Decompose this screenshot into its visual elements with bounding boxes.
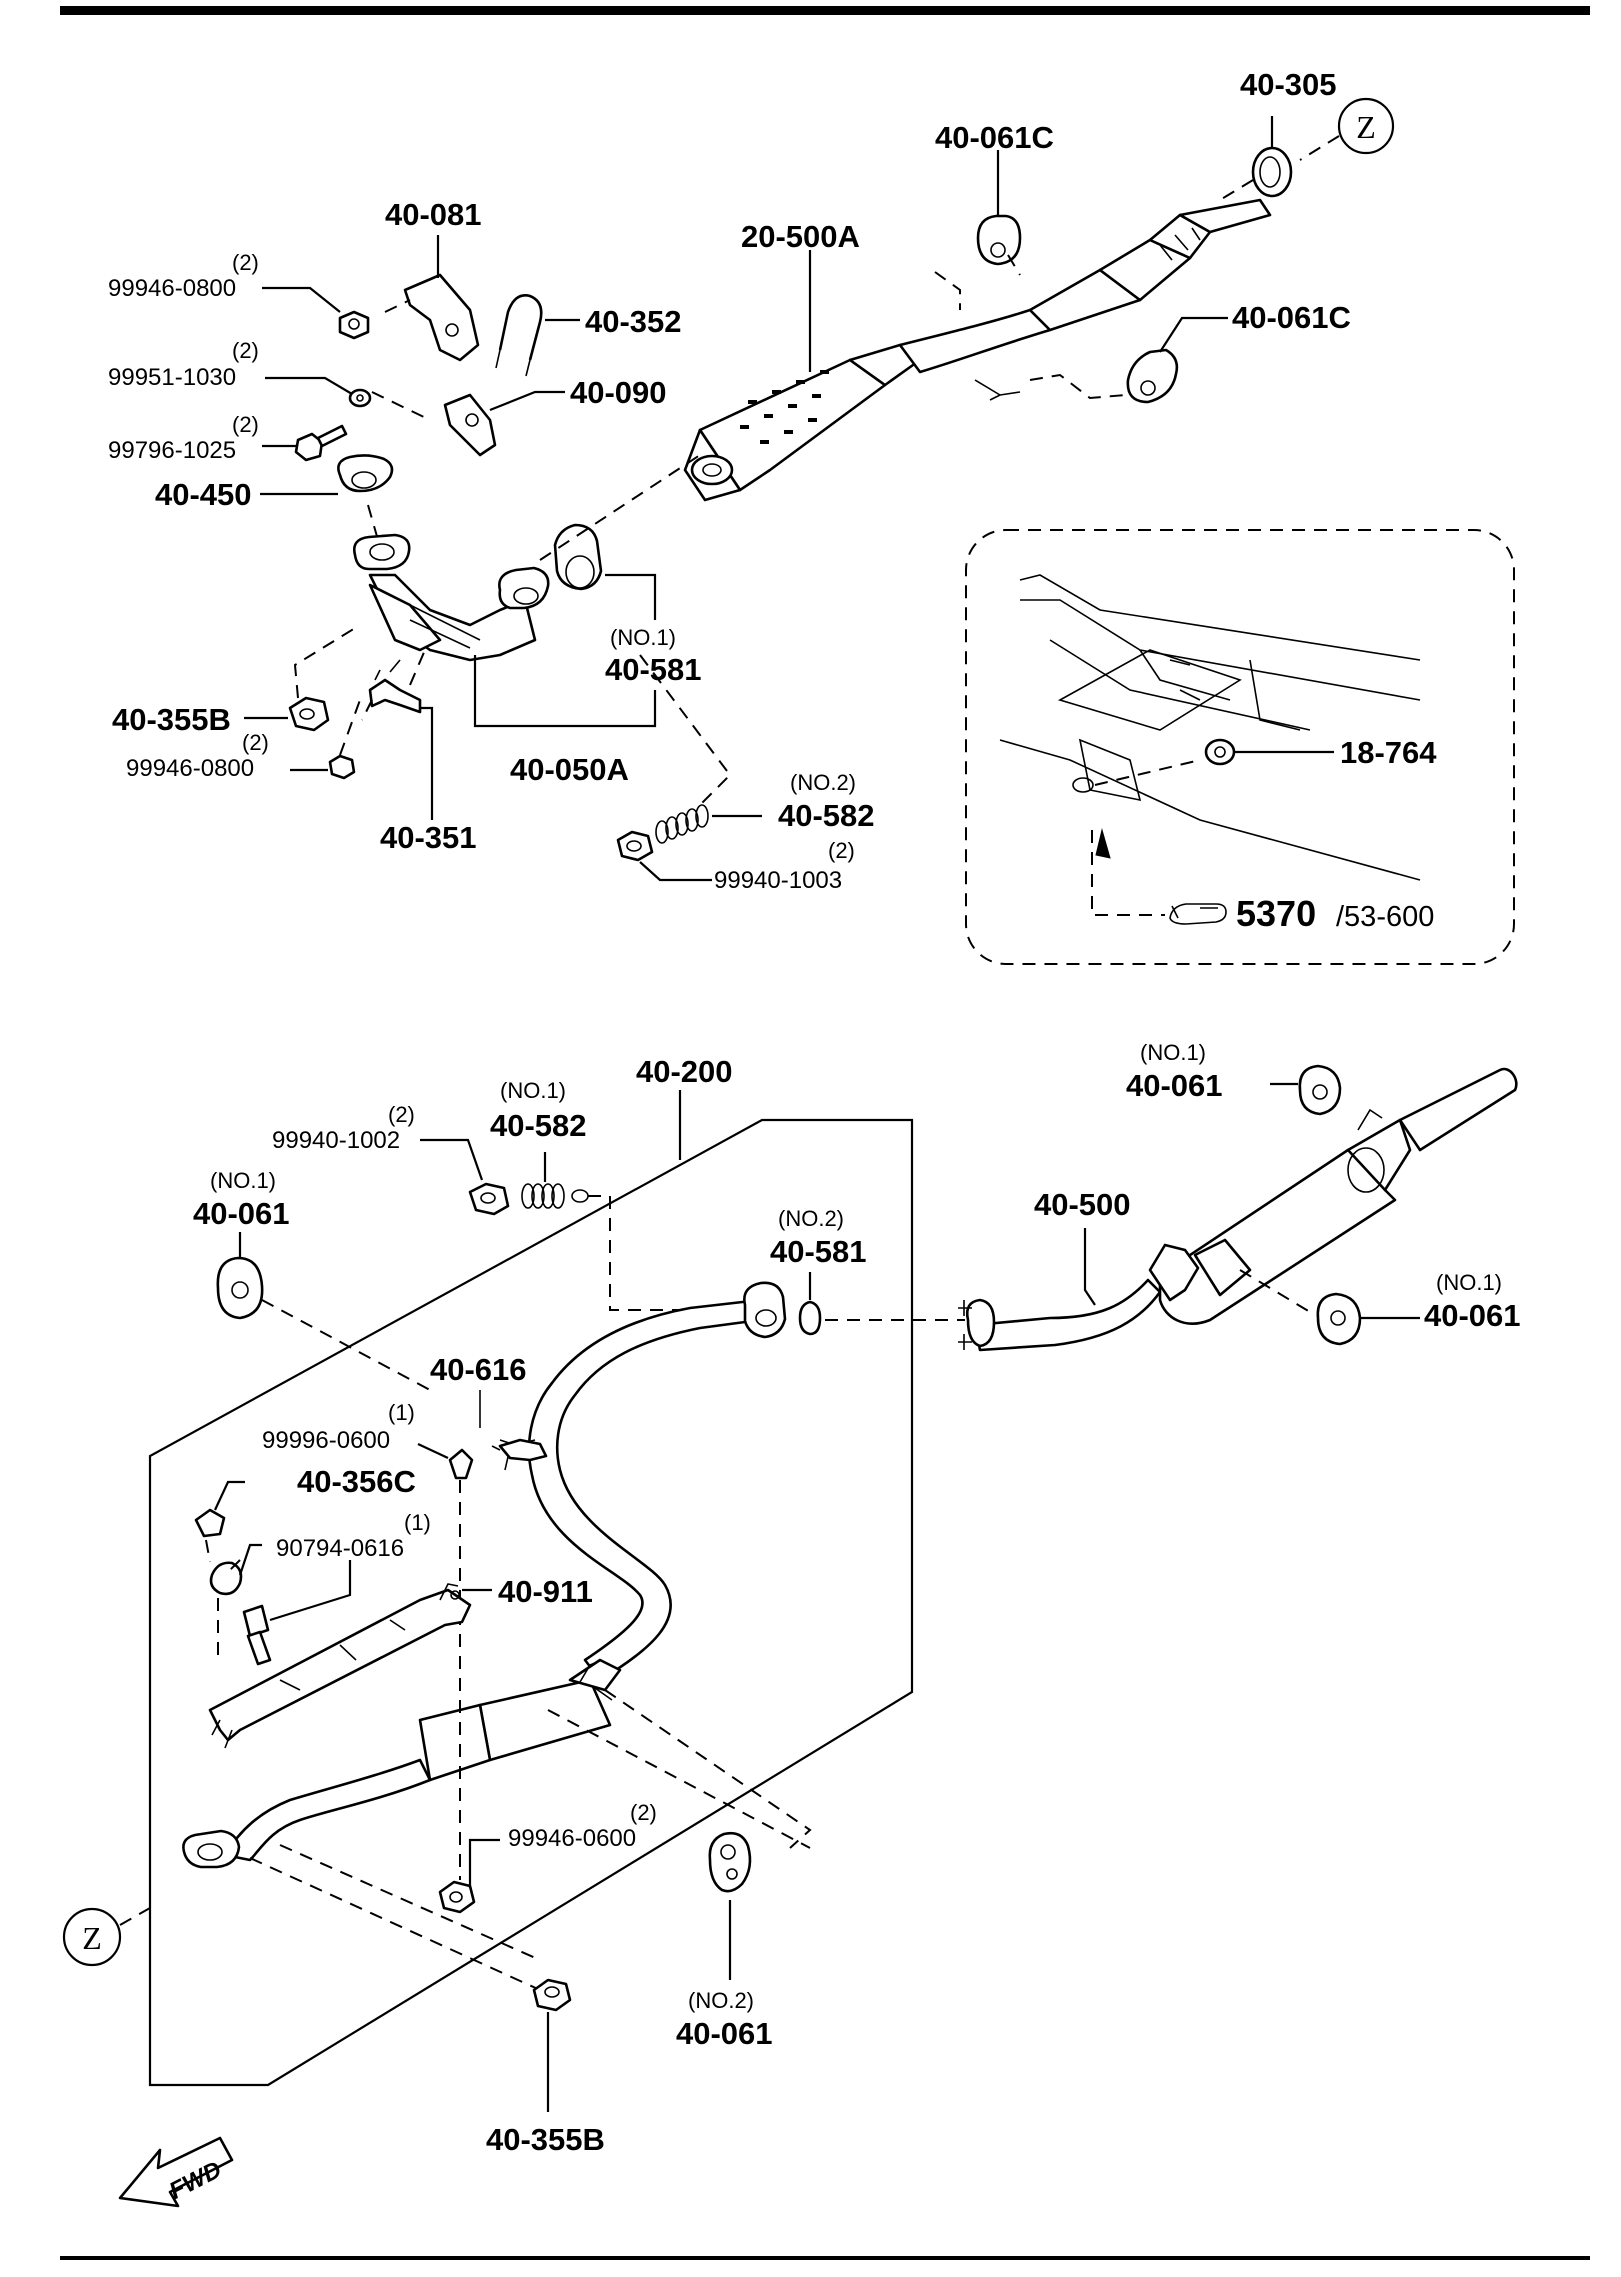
label-40-061c-top: 40-061C xyxy=(935,120,1054,155)
label-40-911: 40-911 xyxy=(498,1574,593,1609)
part-99946-0600-nut xyxy=(438,1838,500,1914)
part-99946-0800-nut-a xyxy=(262,286,370,340)
part-99951-1030-washer xyxy=(265,376,431,421)
qty-99940-1002: (2) xyxy=(388,1102,415,1127)
top-rule xyxy=(60,6,1590,15)
svg-text:Z: Z xyxy=(1356,109,1376,145)
label-no1-40-061-right: (NO.1) xyxy=(1436,1270,1502,1295)
label-99940-1002: 99940-1002 xyxy=(272,1127,400,1154)
label-99946-0800-a: 99946-0800 xyxy=(108,275,236,302)
qty-99940-1003: (2) xyxy=(828,838,855,863)
part-40-356c-clip xyxy=(194,1480,245,1596)
qty-99946-0600: (2) xyxy=(630,1800,657,1825)
qty-99951-1030: (2) xyxy=(232,338,259,363)
label-40-200: 40-200 xyxy=(636,1054,733,1089)
part-40-450-gasket xyxy=(260,454,394,541)
part-40-061-hanger-top xyxy=(1270,1064,1342,1116)
label-40-081: 40-081 xyxy=(385,197,482,232)
part-99940-1003-nut xyxy=(616,830,712,882)
label-99951-1030: 99951-1030 xyxy=(108,364,236,391)
part-40-061-hanger-left xyxy=(216,1232,431,1391)
label-40-061c-right: 40-061C xyxy=(1232,300,1351,335)
part-40-061c-hanger-top xyxy=(976,150,1022,266)
part-40-050a-front-pipe xyxy=(353,533,657,728)
part-40-911-heat-insulator xyxy=(208,1583,492,1749)
qty-99796-1025: (2) xyxy=(232,412,259,437)
label-99946-0800-b: 99946-0800 xyxy=(126,755,254,782)
label-99996-0600: 99996-0600 xyxy=(262,1427,390,1454)
svg-text:Z: Z xyxy=(82,1920,102,1956)
part-40-355b-nut-bottom xyxy=(532,1978,572,2112)
part-40-355b-nut-top xyxy=(244,624,361,732)
part-40-061-hanger-no2 xyxy=(708,1831,752,1980)
part-40-581-ring-no1 xyxy=(539,454,701,620)
label-40-450: 40-450 xyxy=(155,477,252,512)
label-40-061-top: 40-061 xyxy=(1126,1068,1223,1103)
label-40-582-b: 40-582 xyxy=(490,1108,587,1143)
label-90794-0616: 90794-0616 xyxy=(276,1535,404,1562)
part-40-351-bracket xyxy=(361,649,434,820)
part-90794-0616-bolt xyxy=(217,1543,352,1666)
part-40-200-outline xyxy=(148,1090,914,2087)
label-40-061-right: 40-061 xyxy=(1424,1298,1521,1333)
part-40-616-connector xyxy=(479,1390,548,1462)
qty-99946-0800-a: (2) xyxy=(232,250,259,275)
label-40-090: 40-090 xyxy=(570,375,667,410)
label-99940-1003: 99940-1003 xyxy=(714,867,842,894)
label-40-356c: 40-356C xyxy=(297,1464,416,1499)
label-18-764: 18-764 xyxy=(1340,735,1437,770)
part-40-061c-hanger-right xyxy=(1126,316,1228,404)
part-99796-1025-bolt xyxy=(262,424,348,462)
part-40-090-hanger-bracket xyxy=(443,390,565,457)
label-no1-40-581: (NO.1) xyxy=(610,625,676,650)
label-99796-1025: 99796-1025 xyxy=(108,437,236,464)
label-40-351: 40-351 xyxy=(380,820,477,855)
ref-5370: 5370 xyxy=(1236,893,1316,934)
label-no1-40-061-top: (NO.1) xyxy=(1140,1040,1206,1065)
label-no1-40-582-b: (NO.1) xyxy=(500,1078,566,1103)
qty-90794-0616: (1) xyxy=(404,1510,431,1535)
part-40-081-bracket xyxy=(384,235,480,362)
forward-arrow-icon: FWD xyxy=(118,2136,234,2208)
qty-99996-0600: (1) xyxy=(388,1400,415,1425)
label-99946-0600: 99946-0600 xyxy=(508,1825,636,1852)
label-40-061-bottom: 40-061 xyxy=(676,2016,773,2051)
label-no2-40-061: (NO.2) xyxy=(688,1988,754,2013)
z-callout-top: Z xyxy=(1299,97,1395,161)
bottom-rule xyxy=(60,2256,1590,2260)
label-40-500: 40-500 xyxy=(1034,1187,1131,1222)
z-callout-bottom: Z xyxy=(62,1907,151,1967)
pointing-hand-icon xyxy=(1169,903,1227,925)
inset-detail-box xyxy=(965,529,1515,965)
label-40-061-left: 40-061 xyxy=(193,1196,290,1231)
label-no2-40-582: (NO.2) xyxy=(790,770,856,795)
label-40-352: 40-352 xyxy=(585,304,682,339)
label-40-355b-top: 40-355B xyxy=(112,702,231,737)
label-no1-40-061-left: (NO.1) xyxy=(210,1168,276,1193)
label-40-582-top: 40-582 xyxy=(778,798,875,833)
label-40-616: 40-616 xyxy=(430,1352,527,1387)
part-99940-1002-nut xyxy=(420,1138,510,1216)
part-40-581-gasket-no2 xyxy=(798,1272,965,1336)
label-40-355b-bottom: 40-355B xyxy=(486,2122,605,2157)
part-20-500a-catalytic-converter xyxy=(683,198,1272,502)
label-40-581-b: 40-581 xyxy=(770,1234,867,1269)
label-40-050a: 40-050A xyxy=(510,752,629,787)
label-no2-40-581-b: (NO.2) xyxy=(778,1206,844,1231)
part-40-305-gasket-ring xyxy=(1219,116,1293,201)
part-40-582-spring-no2 xyxy=(639,654,762,844)
part-40-200-center-pipe xyxy=(182,1281,787,1869)
part-40-061-hanger-right xyxy=(1316,1292,1420,1346)
label-40-581: 40-581 xyxy=(605,652,702,687)
qty-99946-0800-b: (2) xyxy=(242,730,269,755)
part-40-352-u-bolt xyxy=(495,294,580,377)
part-40-500-main-muffler xyxy=(958,1067,1518,1352)
part-99946-0800-nut-b xyxy=(290,699,361,780)
ref-53-600: /53-600 xyxy=(1336,901,1434,933)
part-99996-0600-clip xyxy=(417,1443,474,1880)
label-40-305: 40-305 xyxy=(1240,67,1337,102)
label-20-500a: 20-500A xyxy=(741,219,860,254)
part-40-582-spring-no1 xyxy=(521,1152,755,1311)
